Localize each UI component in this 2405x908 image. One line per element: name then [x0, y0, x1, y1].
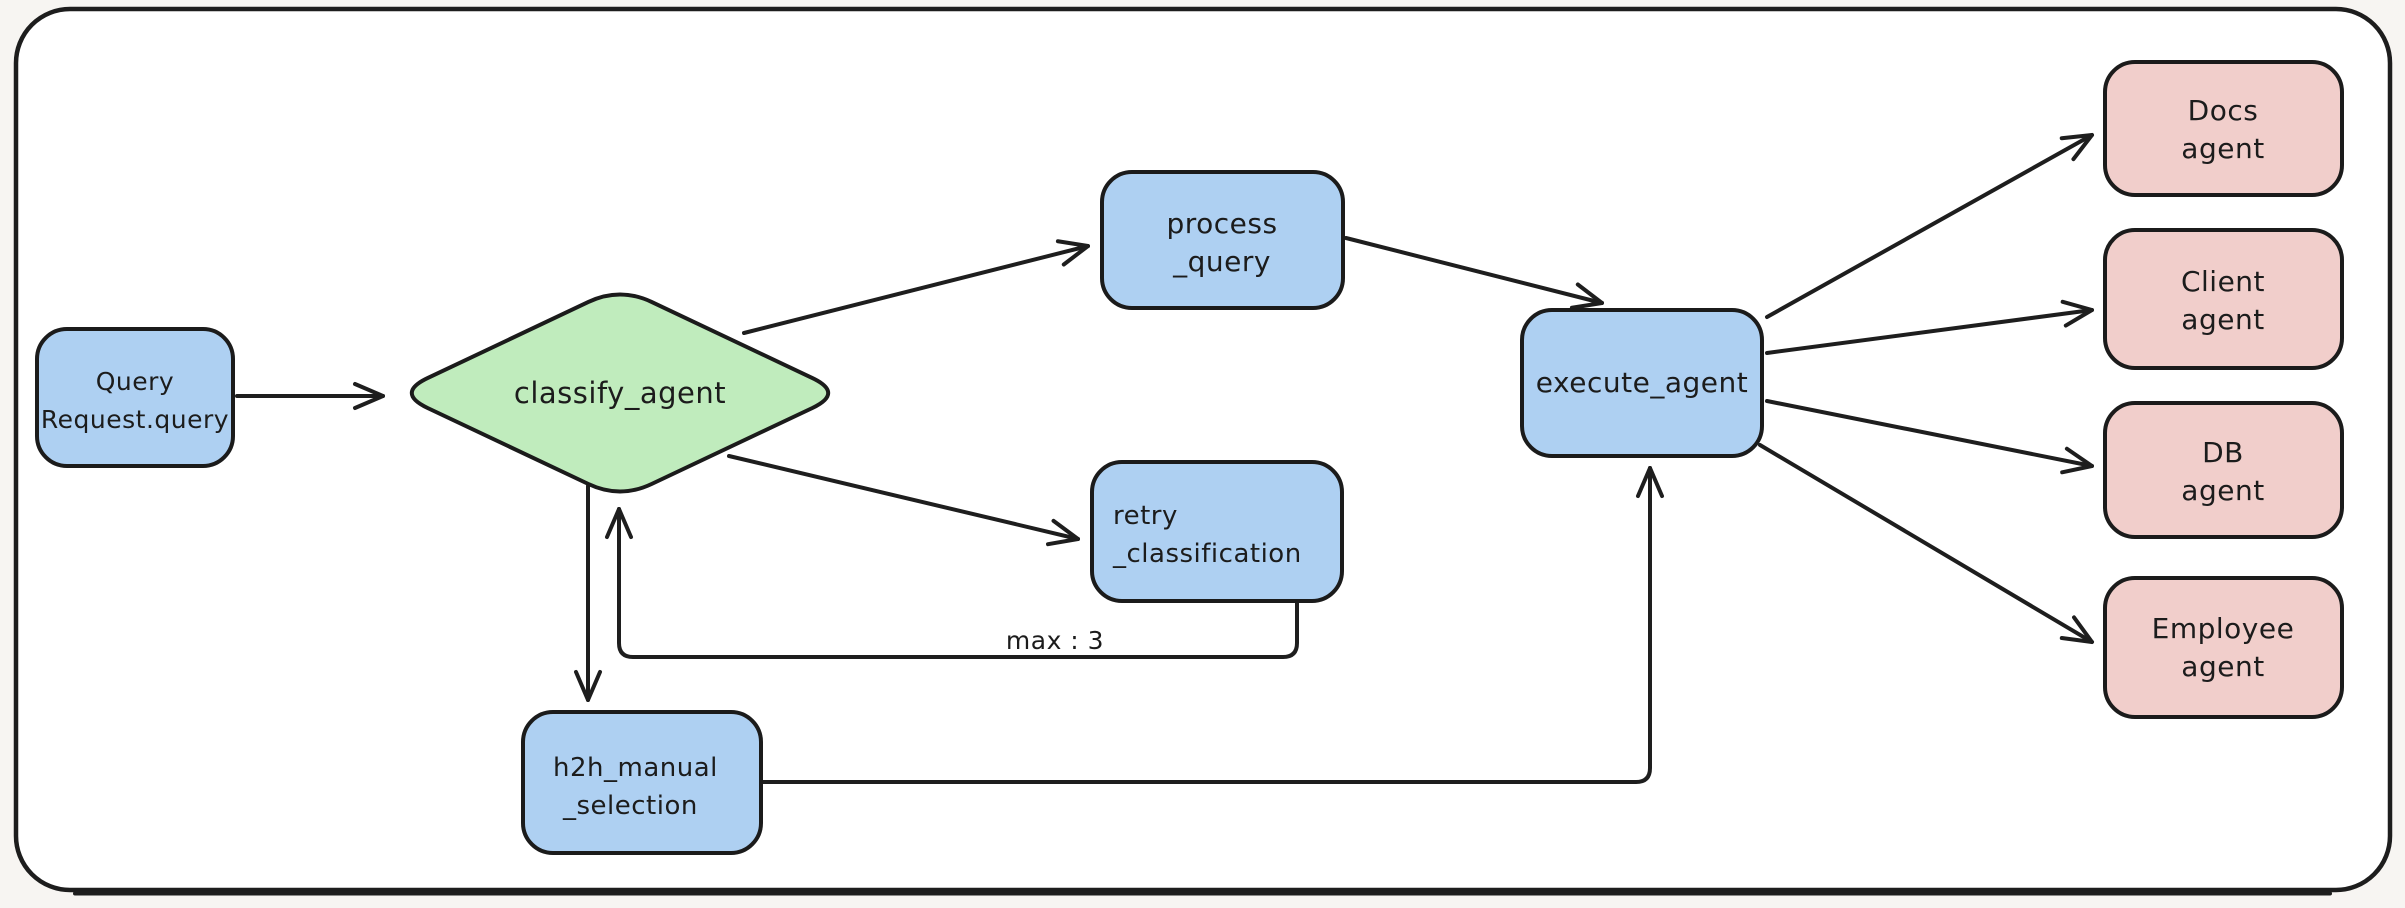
retry-classification-label-line1: retry: [1113, 501, 1178, 531]
edge-retry-loop-to-classify: [605, 507, 1299, 659]
outer-frame: [13, 6, 2393, 893]
node-classify-agent: classify_agent: [409, 292, 831, 494]
docs-agent-label-line1: Docs: [2188, 94, 2259, 127]
client-agent-shape: [2103, 228, 2344, 370]
edge-execute-to-client: [1765, 299, 2094, 355]
db-agent-shape: [2103, 401, 2344, 539]
client-agent-label-line1: Client: [2181, 265, 2265, 298]
retry-classification-shape: [1090, 460, 1344, 603]
node-execute-agent: execute_agent: [1520, 308, 1764, 458]
db-agent-label-line1: DB: [2202, 436, 2244, 469]
node-query-request: Query Request.query: [35, 327, 235, 468]
node-docs-agent: Docs agent: [2103, 60, 2344, 197]
db-agent-label-line2: agent: [2181, 474, 2264, 507]
query-request-shape: [35, 327, 235, 468]
edge-label-max-retries: max : 3: [1006, 626, 1104, 655]
node-employee-agent: Employee agent: [2103, 576, 2344, 719]
edge-execute-to-employee: [1758, 443, 2094, 644]
h2h-manual-selection-label-line2: _selection: [562, 791, 698, 821]
edge-classify-to-process: [742, 239, 1090, 335]
employee-agent-shape: [2103, 576, 2344, 719]
h2h-manual-selection-label-line1: h2h_manual: [553, 753, 718, 783]
classify-agent-shape: [409, 292, 831, 494]
node-client-agent: Client agent: [2103, 228, 2344, 370]
edge-process-to-execute: [1344, 236, 1604, 310]
query-request-label-line1: Query: [96, 367, 174, 396]
h2h-manual-selection-shape: [521, 710, 763, 855]
execute-agent-label-line1: execute_agent: [1536, 366, 1748, 399]
edge-h2h-to-execute: [761, 466, 1664, 784]
employee-agent-label-line2: agent: [2181, 650, 2264, 683]
edge-execute-to-docs: [1765, 133, 2094, 319]
process-query-shape: [1100, 170, 1345, 310]
employee-agent-label-line1: Employee: [2152, 612, 2295, 645]
node-db-agent: DB agent: [2103, 401, 2344, 539]
node-process-query: process _query: [1100, 170, 1345, 310]
process-query-label-line1: process: [1166, 207, 1277, 240]
process-query-label-line2: _query: [1172, 245, 1271, 278]
docs-agent-shape: [2103, 60, 2344, 197]
docs-agent-label-line2: agent: [2181, 132, 2264, 165]
classify-agent-label-line1: classify_agent: [514, 376, 726, 410]
client-agent-label-line2: agent: [2181, 303, 2264, 336]
query-request-label-line2: Request.query: [41, 405, 229, 434]
edge-classify-to-retry: [727, 454, 1080, 547]
node-h2h-manual-selection: h2h_manual _selection: [521, 710, 763, 855]
edge-execute-to-db: [1765, 399, 2094, 475]
node-retry-classification: retry _classification: [1090, 460, 1344, 603]
retry-classification-label-line2: _classification: [1112, 539, 1302, 569]
execute-agent-shape: [1520, 308, 1764, 458]
